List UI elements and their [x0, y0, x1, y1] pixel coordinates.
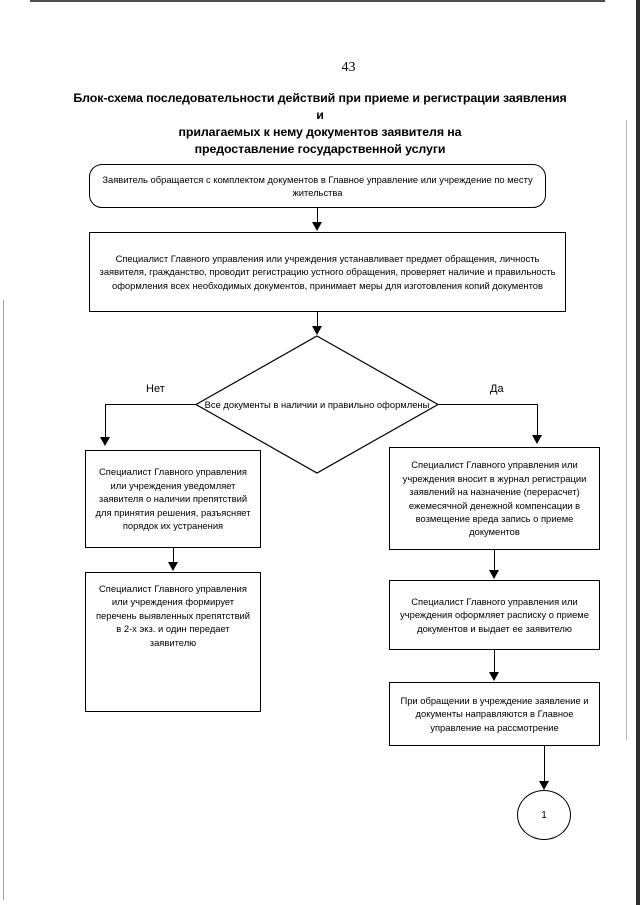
flow-node-decision: Все документы в наличии и правильно офор…	[195, 335, 439, 474]
scan-edge-right-inner	[626, 120, 627, 740]
arrow-intake-decision	[312, 326, 322, 335]
flow-node-no-2: Специалист Главного управления или учреж…	[85, 572, 261, 712]
flow-node-connector-1: 1	[517, 790, 571, 840]
page-title: Блок-схема последовательности действий п…	[70, 90, 570, 158]
page-title-line-3: предоставление государственной услуги	[194, 142, 446, 156]
connector-line-start-intake	[317, 208, 318, 224]
connector-line-decision-no-h	[105, 404, 197, 405]
flow-node-intake: Специалист Главного управления или учреж…	[89, 232, 566, 312]
connector-line-no1-no2	[173, 548, 174, 564]
branch-label-no: Нет	[146, 383, 165, 395]
scan-edge-top	[30, 0, 605, 2]
connector-line-decision-no-v	[105, 404, 106, 440]
flow-node-yes-2: Специалист Главного управления или учреж…	[389, 580, 600, 650]
arrow-no1-no2	[168, 562, 178, 571]
scan-edge-right	[636, 0, 640, 905]
arrow-decision-yes	[532, 435, 542, 444]
arrow-decision-no	[100, 437, 110, 446]
page-title-line-1: Блок-схема последовательности действий п…	[73, 91, 567, 122]
arrow-yes3-connector	[539, 781, 549, 790]
flow-node-no-1: Специалист Главного управления или учреж…	[85, 450, 261, 548]
scan-edge-left	[3, 300, 4, 900]
connector-line-decision-yes-v	[537, 404, 538, 438]
page-number: 43	[341, 60, 356, 75]
arrow-yes2-yes3	[489, 672, 499, 681]
connector-line-decision-yes-h	[437, 404, 538, 405]
arrow-yes1-yes2	[489, 570, 499, 579]
flow-node-yes-1: Специалист Главного управления или учреж…	[389, 447, 600, 550]
branch-label-yes: Да	[490, 383, 504, 395]
connector-line-yes2-yes3	[494, 650, 495, 674]
flow-node-yes-3: При обращении в учреждение заявление и д…	[389, 682, 600, 746]
connector-line-intake-decision	[317, 312, 318, 328]
connector-line-yes1-yes2	[494, 550, 495, 572]
connector-line-yes3-connector	[544, 746, 545, 783]
flow-node-start: Заявитель обращается с комплектом докуме…	[89, 164, 546, 208]
flow-node-decision-label: Все документы в наличии и правильно офор…	[204, 398, 430, 410]
arrow-start-intake	[312, 222, 322, 231]
page-title-line-2: прилагаемых к нему документов заявителя …	[178, 125, 462, 139]
